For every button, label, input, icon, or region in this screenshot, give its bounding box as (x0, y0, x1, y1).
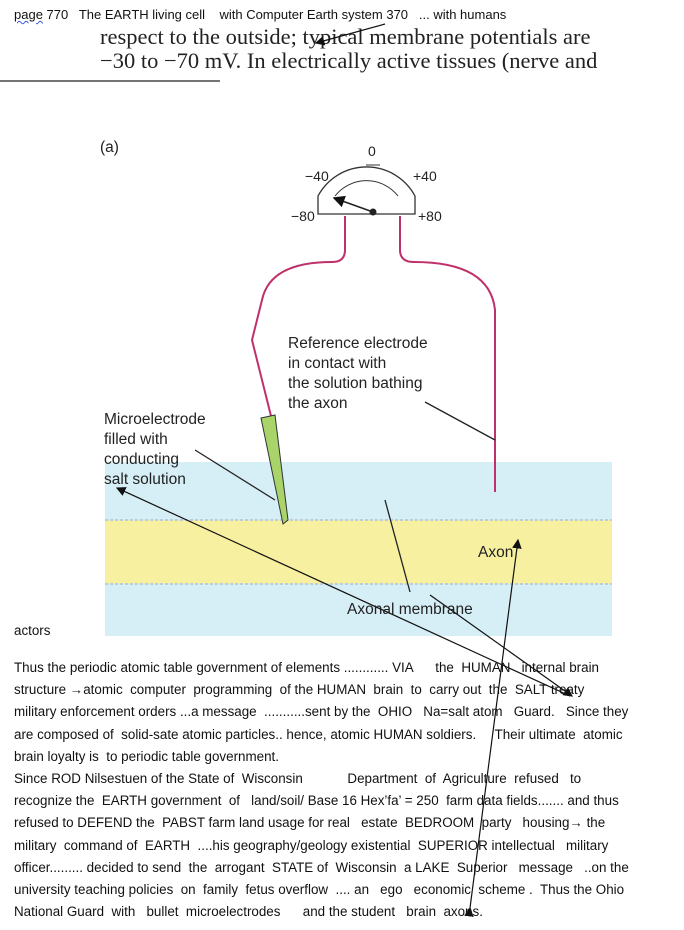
meter-tick-0: 0 (368, 143, 376, 159)
meter-tick-plus40: +40 (413, 168, 437, 184)
body-line: military enforcement orders ...a message… (14, 704, 629, 720)
microelectrode-label: Microelectrode filled with conducting sa… (104, 411, 206, 488)
body-line: National Guard with bullet microelectrod… (14, 904, 483, 920)
body-line: military command of EARTH ....his geogra… (14, 837, 609, 853)
axonal-membrane-label: Axonal membrane (347, 601, 473, 618)
axon-band (105, 520, 612, 584)
body-line: refused to DEFEND the PABST farm land us… (14, 815, 606, 831)
axon-label: Axon (478, 544, 514, 561)
body-line: university teaching policies on family f… (14, 882, 625, 898)
microelectrode-icon (260, 414, 289, 525)
page-header: page 770 The EARTH living cell with Comp… (14, 7, 506, 22)
body-line: brain loyalty is to periodic table gover… (14, 748, 279, 764)
header-text: 770 The EARTH living cell with Computer … (42, 7, 507, 22)
scan-text-line-2: −30 to −70 mV. In electrically active ti… (100, 48, 598, 73)
body-line: Since ROD Nilsestuen of the State of Wis… (14, 771, 582, 787)
scan-text-line-1: respect to the outside; typical membrane… (100, 24, 591, 49)
body-line: recognize the EARTH government of land/s… (14, 793, 619, 809)
header-page-word: page (14, 7, 43, 22)
meter-tick-minus40: −40 (305, 168, 329, 184)
annotation-arrow (464, 538, 522, 917)
body-text: Thus the periodic atomic table governmen… (14, 657, 679, 923)
annotation-arrow (314, 23, 386, 46)
solution-band-bottom (105, 584, 612, 636)
wire-microelectrode (250, 216, 346, 421)
body-line: officer......... decided to send the arr… (14, 859, 629, 875)
meter-tick-plus80: +80 (418, 208, 442, 224)
panel-label: (a) (100, 139, 119, 156)
reference-electrode-label: Reference electrode in contact with the … (288, 335, 428, 412)
body-line: are composed of solid-sate atomic partic… (14, 726, 623, 742)
voltmeter-icon (317, 164, 416, 216)
wire-reference (399, 216, 496, 492)
body-line: structure →atomic computer programming o… (14, 682, 585, 698)
body-line: Thus the periodic atomic table governmen… (14, 660, 599, 675)
meter-tick-minus80: −80 (291, 208, 315, 224)
text-fragment: actors (14, 623, 51, 638)
solution-band-top (105, 462, 612, 520)
